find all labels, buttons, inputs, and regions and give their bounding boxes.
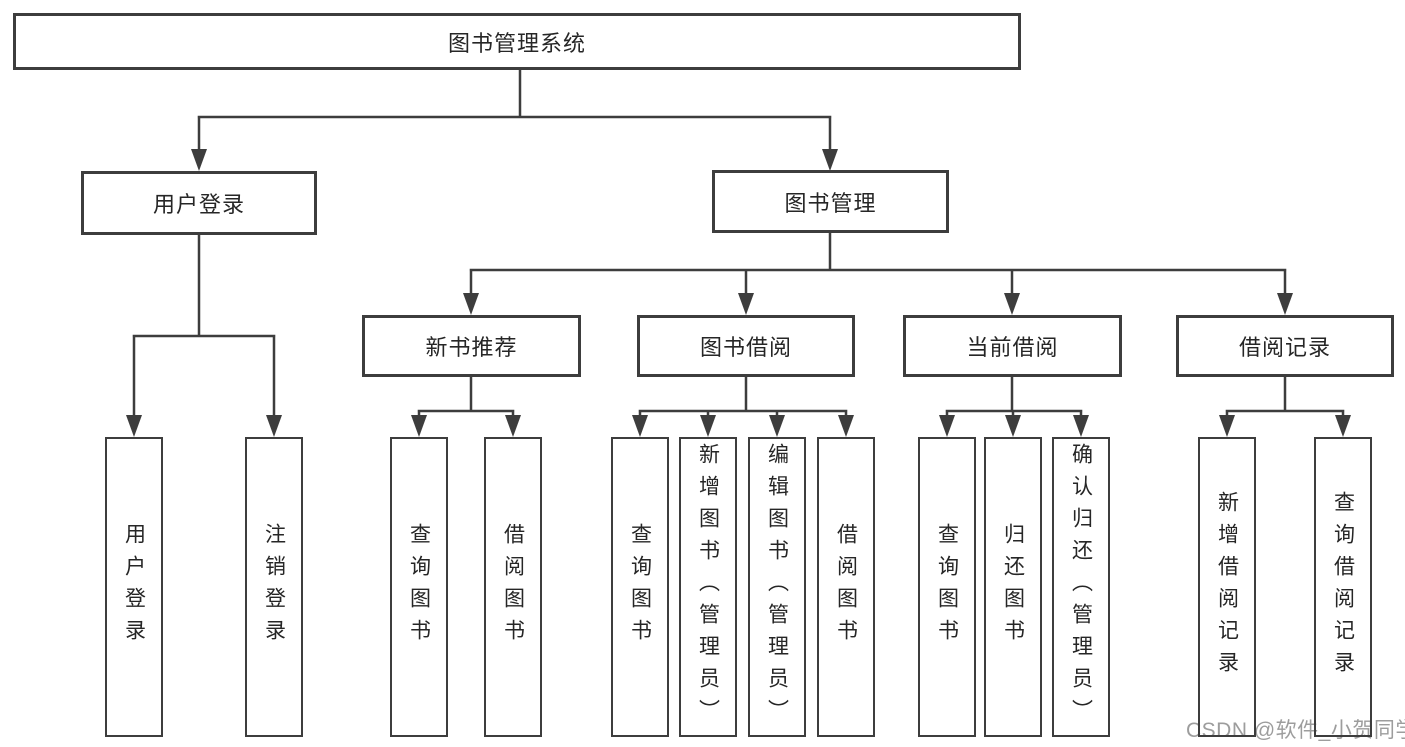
arrowhead bbox=[1005, 415, 1021, 437]
leaf-edit-books-admin: 编辑图书（管理员） bbox=[748, 437, 806, 737]
node-current-borrowing-label: 当前借阅 bbox=[966, 335, 1059, 360]
arrowhead bbox=[411, 415, 427, 437]
leaf-confirm-return-admin: 确认归还（管理员） bbox=[1052, 437, 1110, 737]
arrowhead bbox=[738, 293, 754, 315]
arrowhead bbox=[632, 415, 648, 437]
arrowhead bbox=[1277, 293, 1293, 315]
leaf-query-borrow-record: 查询借阅记录 bbox=[1314, 437, 1372, 737]
leaf-query-borrow-record-label: 查询借阅记录 bbox=[1331, 491, 1355, 683]
wire-level1-branch bbox=[197, 115, 832, 152]
node-root-label: 图书管理系统 bbox=[447, 30, 586, 56]
leaf-return-books-label: 归还图书 bbox=[1001, 523, 1025, 651]
node-book-borrowing: 图书借阅 bbox=[637, 315, 855, 377]
arrowheads bbox=[126, 149, 1351, 437]
node-book-management: 图书管理 bbox=[712, 170, 949, 233]
arrowhead bbox=[1219, 415, 1235, 437]
leaf-borrow-books-2: 借阅图书 bbox=[817, 437, 875, 737]
csdn-watermark: CSDN @软件_小贺同学 bbox=[1186, 719, 1405, 742]
leaf-return-books: 归还图书 bbox=[984, 437, 1042, 737]
leaf-query-books-3-label: 查询图书 bbox=[935, 523, 959, 651]
arrowhead bbox=[1335, 415, 1351, 437]
leaf-user-login-label: 用户登录 bbox=[122, 523, 146, 651]
leaf-query-books-2-label: 查询图书 bbox=[628, 523, 652, 651]
node-book-borrowing-label: 图书借阅 bbox=[699, 335, 792, 360]
node-book-management-label: 图书管理 bbox=[784, 190, 877, 216]
leaf-query-books-2: 查询图书 bbox=[611, 437, 669, 737]
arrowhead bbox=[700, 415, 716, 437]
leaf-borrow-books-2-label: 借阅图书 bbox=[834, 523, 858, 651]
arrowhead bbox=[266, 415, 282, 437]
arrowhead bbox=[822, 149, 838, 171]
leaf-user-login: 用户登录 bbox=[105, 437, 163, 737]
leaf-add-borrow-record-label: 新增借阅记录 bbox=[1215, 491, 1239, 683]
leaf-add-borrow-record: 新增借阅记录 bbox=[1198, 437, 1256, 737]
leaf-query-books-1: 查询图书 bbox=[390, 437, 448, 737]
wire-bookborrow-branch bbox=[638, 409, 848, 421]
arrowhead bbox=[769, 415, 785, 437]
node-new-book-recommend: 新书推荐 bbox=[362, 315, 581, 377]
node-user-login: 用户登录 bbox=[81, 171, 317, 235]
wire-newbook-branch bbox=[417, 409, 515, 421]
arrowhead bbox=[838, 415, 854, 437]
leaf-add-books-admin: 新增图书（管理员） bbox=[679, 437, 737, 737]
leaf-edit-books-admin-label: 编辑图书（管理员） bbox=[765, 443, 789, 731]
node-borrowing-records-label: 借阅记录 bbox=[1238, 335, 1331, 360]
node-user-login-label: 用户登录 bbox=[152, 192, 245, 217]
node-current-borrowing: 当前借阅 bbox=[903, 315, 1122, 377]
node-root: 图书管理系统 bbox=[13, 13, 1021, 70]
wire-records-branch bbox=[1225, 409, 1345, 421]
leaf-query-books-3: 查询图书 bbox=[918, 437, 976, 737]
leaf-logout-label: 注销登录 bbox=[262, 523, 286, 651]
arrowhead bbox=[463, 293, 479, 315]
arrowhead bbox=[939, 415, 955, 437]
wire-user-login-branch bbox=[132, 334, 276, 421]
arrowhead bbox=[1004, 293, 1020, 315]
arrowhead bbox=[191, 149, 207, 171]
wire-level3-branch bbox=[469, 268, 1287, 300]
arrowhead bbox=[1073, 415, 1089, 437]
leaf-borrow-books-1-label: 借阅图书 bbox=[501, 523, 525, 651]
arrowhead bbox=[126, 415, 142, 437]
leaf-borrow-books-1: 借阅图书 bbox=[484, 437, 542, 737]
leaf-add-books-admin-label: 新增图书（管理员） bbox=[696, 443, 720, 731]
node-borrowing-records: 借阅记录 bbox=[1176, 315, 1394, 377]
leaf-logout: 注销登录 bbox=[245, 437, 303, 737]
node-new-book-recommend-label: 新书推荐 bbox=[425, 335, 518, 360]
arrowhead bbox=[505, 415, 521, 437]
leaf-confirm-return-admin-label: 确认归还（管理员） bbox=[1069, 443, 1093, 731]
leaf-query-books-1-label: 查询图书 bbox=[407, 523, 431, 651]
